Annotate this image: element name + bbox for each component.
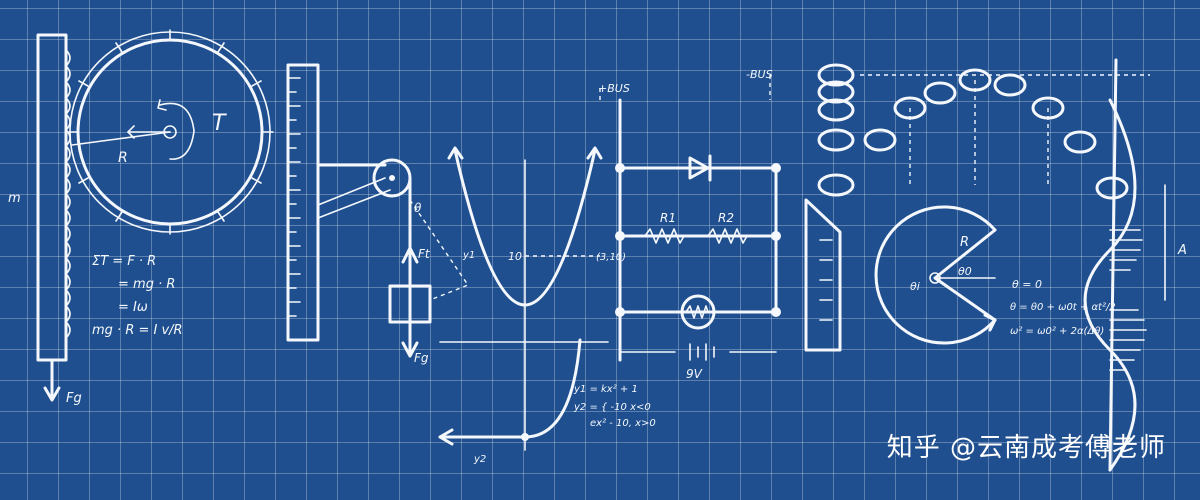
resistor-r1-label: R1 [660, 211, 676, 225]
circle-radius-label: R [960, 235, 969, 250]
theta-zero-label: θ0 [958, 265, 972, 278]
amplitude-label: A [1177, 243, 1187, 258]
kinematics-equation-1: θ = θ0 + ω0t + αt²/2 [1010, 302, 1116, 313]
torque-label: T [212, 111, 227, 136]
gravity-force-label-1: Fg [66, 391, 82, 406]
torque-equation-4: mg · R = I v/R [92, 323, 183, 338]
resistor-r2-label: R2 [718, 211, 734, 225]
function-graph [438, 146, 609, 451]
gear-radius-label: R [118, 150, 128, 166]
function-y2-label: y2 [473, 454, 486, 465]
torque-equation-1: ΣT = F · R [92, 254, 156, 269]
positive-bus-label: +BUS [598, 82, 630, 95]
kinematics-equation-2: ω² = ω0² + 2α(Δθ) [1010, 326, 1104, 337]
watermark-text: 知乎 @云南成考傅老师 [886, 433, 1166, 463]
gear-wheel [66, 29, 274, 235]
angle-theta-label: θ [414, 201, 422, 215]
inclined-plane [804, 198, 842, 352]
torque-equation-2: = mg · R [118, 277, 175, 292]
circuit-diagram [599, 75, 781, 362]
gravity-force-label-2: Fg [414, 351, 429, 365]
theta-initial-label: θi [910, 280, 920, 293]
function-y1-equation: y1 = kx² + 1 [573, 384, 638, 395]
mass-label: m [8, 191, 21, 206]
rack-bar [36, 33, 71, 402]
vertex-point-label: (3,10) [596, 252, 626, 263]
function-y2-equation-a: y2 = { -10 x<0 [573, 402, 651, 413]
pulley-arm [316, 158, 470, 358]
sine-wave [1083, 58, 1166, 472]
negative-bus-label: -BUS [746, 68, 773, 81]
projectile-path [860, 68, 1150, 200]
ruler-bar [286, 63, 320, 342]
theta-equals-zero-label: θ = 0 [1012, 278, 1042, 291]
function-y2-equation-b: ex² - 10, x>0 [590, 418, 656, 429]
circle-c [874, 205, 997, 345]
battery-voltage-label: 9V [686, 367, 703, 381]
tension-force-label: Ft [418, 247, 431, 261]
y-intercept-label: 10 [508, 250, 522, 263]
torque-equation-3: = Iω [118, 300, 148, 315]
function-y1-label: y1 [462, 250, 475, 261]
stacked-rings [817, 63, 855, 197]
